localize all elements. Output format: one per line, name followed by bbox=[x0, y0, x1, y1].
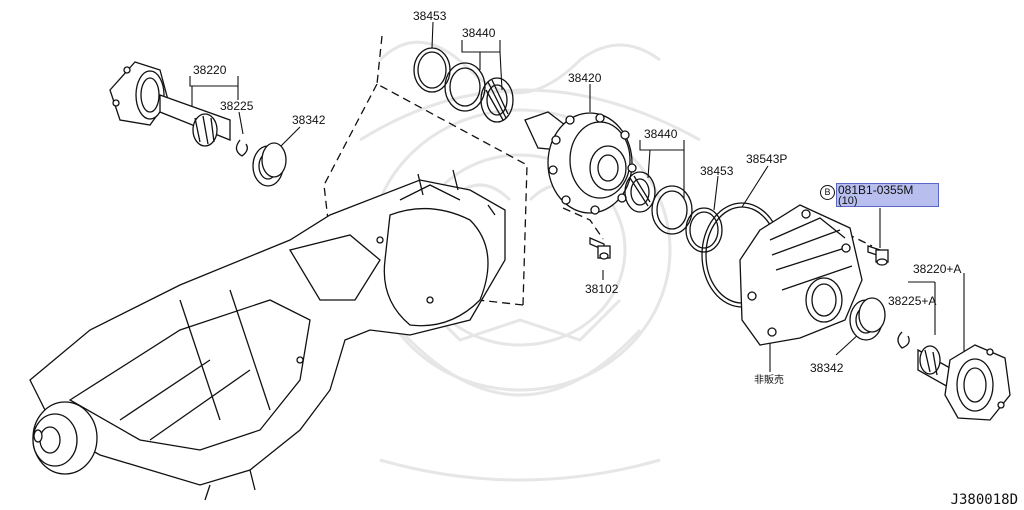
bearing-38440-top bbox=[444, 62, 514, 123]
part-label-38440-mid[interactable]: 38440 bbox=[644, 127, 678, 141]
bolt-circle-letter: B bbox=[820, 185, 835, 200]
clip-38225 bbox=[235, 139, 248, 157]
bolt-38102 bbox=[589, 237, 611, 260]
oil-seal-38342-right bbox=[849, 297, 886, 341]
part-label-38453-mid[interactable]: 38453 bbox=[700, 164, 734, 178]
part-label-38225a[interactable]: 38225+A bbox=[888, 294, 937, 308]
part-label-38102[interactable]: 38102 bbox=[585, 282, 619, 296]
bolt-quantity: (10) bbox=[838, 195, 858, 207]
not-sold-label: 非販売 bbox=[754, 375, 784, 386]
transfer-case-housing bbox=[29, 169, 506, 501]
bearing-38440-mid bbox=[624, 171, 693, 235]
front-output-flange bbox=[32, 401, 98, 475]
part-label-38220a[interactable]: 38220+A bbox=[913, 262, 962, 276]
rear-cover-housing bbox=[739, 204, 863, 346]
diagram-id: J380018D bbox=[950, 492, 1018, 508]
oil-seal-38342-left bbox=[252, 142, 287, 187]
part-label-38440-top[interactable]: 38440 bbox=[462, 26, 496, 40]
part-label-38342-left[interactable]: 38342 bbox=[292, 113, 326, 127]
part-label-38225[interactable]: 38225 bbox=[220, 99, 254, 113]
shaft-38220a bbox=[917, 344, 1011, 421]
differential-38420 bbox=[524, 111, 637, 215]
part-label-38543p[interactable]: 38543P bbox=[746, 152, 788, 166]
bolt-081b1-0355m bbox=[867, 245, 889, 266]
snap-ring-38453-mid bbox=[685, 207, 723, 253]
part-label-38220[interactable]: 38220 bbox=[193, 63, 227, 77]
part-label-38342-right[interactable]: 38342 bbox=[810, 361, 844, 375]
clip-38225a bbox=[897, 331, 910, 349]
snap-ring-38453-top bbox=[413, 47, 451, 93]
part-label-38453-top[interactable]: 38453 bbox=[413, 9, 447, 23]
bolt-spec-highlight[interactable] bbox=[836, 183, 939, 207]
shaft-38220 bbox=[109, 61, 231, 147]
part-label-38420[interactable]: 38420 bbox=[568, 71, 602, 85]
bolt-part-number[interactable]: 081B1-0355M bbox=[838, 183, 914, 197]
leader-lines bbox=[189, 21, 965, 372]
